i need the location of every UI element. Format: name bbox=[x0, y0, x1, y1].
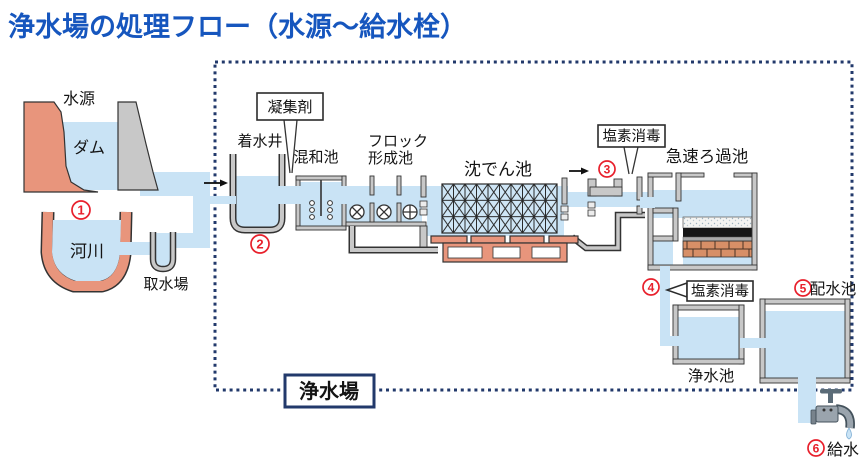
plant-name-box bbox=[283, 373, 376, 409]
filter-gravel-layer bbox=[682, 240, 753, 258]
step-3-marker: 3 bbox=[604, 163, 611, 177]
river-water bbox=[52, 220, 121, 281]
treatment-train-section: 2 着水井 混和池 フロック 形成池 沈でん池 3 塩素消毒 bbox=[205, 124, 666, 263]
filter-inlet-stub bbox=[640, 197, 655, 208]
floc-baffle-walls bbox=[369, 175, 428, 248]
filter-inlet-baffle bbox=[636, 176, 643, 201]
label-clean-reservoir: 浄水池 bbox=[688, 367, 735, 385]
rapid-filter-section: 急速ろ過池 bbox=[640, 147, 758, 271]
receiving-well-wall bbox=[231, 154, 284, 232]
label-receiving-well: 着水井 bbox=[237, 133, 282, 150]
mixer-impeller-icon bbox=[309, 200, 333, 220]
dam-wall-shape bbox=[117, 101, 159, 191]
receiving-well-water bbox=[236, 176, 280, 227]
label-supply: 給水 bbox=[827, 441, 859, 459]
label-water-source: 水源 bbox=[63, 90, 95, 108]
label-chlorine-2: 塩素消毒 bbox=[691, 283, 749, 300]
weir-structure bbox=[587, 178, 623, 217]
filter-outlet-pipe bbox=[660, 266, 670, 344]
step-4-marker: 4 bbox=[648, 281, 655, 295]
under-channel-wall bbox=[350, 226, 438, 252]
label-floc-line1: フロック bbox=[368, 133, 428, 150]
label-rapid-filter: 急速ろ過池 bbox=[666, 147, 749, 166]
label-river: 河川 bbox=[70, 242, 104, 261]
inflow-arrow-icon bbox=[220, 179, 228, 187]
filter-underdrain-water bbox=[683, 257, 752, 265]
label-dam: ダム bbox=[73, 139, 105, 157]
clean-reservoir-walls bbox=[672, 304, 745, 365]
coagulant-pointer bbox=[283, 119, 298, 174]
step-5-marker: 5 bbox=[800, 282, 807, 296]
clean-reservoir-inlet-pipe bbox=[660, 336, 682, 346]
chlorine-2-box bbox=[686, 280, 754, 302]
step-1-marker: 1 bbox=[77, 203, 84, 218]
coagulant-callout: 凝集剤 bbox=[256, 92, 324, 174]
plant-name-label: 浄水場 bbox=[283, 373, 376, 409]
filter-channel-water bbox=[653, 241, 673, 265]
water-drop-icon bbox=[846, 427, 852, 440]
filter-inlet-baffle-lower bbox=[636, 205, 643, 215]
chlorine-1-pointer bbox=[623, 146, 639, 175]
flow-arrow-icon bbox=[581, 167, 589, 175]
pipe-vertical bbox=[193, 172, 210, 248]
reservoir-section: 4 塩素消毒 浄水池 5 配水池 bbox=[642, 266, 857, 385]
clean-reservoir-water bbox=[678, 317, 739, 359]
floc-basin-bottom-wall bbox=[345, 221, 427, 227]
step-2-marker: 2 bbox=[256, 237, 263, 252]
sed-outlet-channel-outline bbox=[569, 211, 645, 252]
step-4-marker-circle bbox=[642, 278, 660, 296]
filter-carbon-layer bbox=[683, 228, 752, 237]
river-bank-shape bbox=[42, 211, 131, 291]
page-title: 浄水場の処理フロー（水源～給水栓） bbox=[8, 11, 467, 42]
faucet-icon bbox=[810, 389, 855, 429]
label-coagulant: 凝集剤 bbox=[267, 99, 312, 116]
sludge-collector bbox=[430, 235, 579, 263]
sed-outlet-wall bbox=[561, 177, 568, 205]
step-5-marker-circle bbox=[794, 279, 812, 297]
step-6-marker: 6 bbox=[813, 442, 820, 456]
coagulant-box bbox=[256, 92, 324, 121]
sed-outlet-channel-wall bbox=[570, 213, 645, 250]
sed-wall-port bbox=[560, 205, 569, 213]
step-3-marker-circle bbox=[598, 160, 616, 178]
step-2-marker-circle bbox=[250, 234, 270, 254]
label-mixing-basin: 混和池 bbox=[293, 149, 338, 166]
filter-sand-layer bbox=[682, 216, 753, 229]
mixing-basin-bottom-wall bbox=[295, 225, 347, 231]
label-chlorine-1: 塩素消毒 bbox=[603, 128, 661, 145]
filter-top-water bbox=[653, 190, 752, 218]
dam-hillside-shape bbox=[23, 101, 99, 193]
distribution-reservoir-water bbox=[765, 311, 845, 378]
floc-paddle-icons bbox=[349, 204, 418, 220]
label-floc-line2: 形成池 bbox=[368, 150, 413, 167]
mixing-basin-top-wall bbox=[295, 175, 347, 181]
intake-well-water bbox=[156, 236, 170, 266]
chlorine-1-box bbox=[597, 124, 666, 148]
water-source-section: 水源 ダム 河川 取水場 1 bbox=[23, 90, 228, 293]
label-distribution-reservoir: 配水池 bbox=[810, 280, 857, 298]
filter-tank-walls bbox=[647, 172, 758, 271]
settler-lattice bbox=[441, 183, 558, 234]
step-6-marker-circle bbox=[807, 439, 825, 457]
label-sedimentation: 沈でん池 bbox=[464, 160, 532, 179]
sed-wall-port bbox=[560, 213, 569, 221]
river-intake-channel bbox=[114, 242, 154, 255]
step-1-marker-circle bbox=[71, 200, 91, 220]
label-plant-name: 浄水場 bbox=[299, 379, 359, 403]
filter-support-layer bbox=[682, 236, 753, 242]
reservoir-transfer-pipe bbox=[740, 338, 767, 348]
label-intake: 取水場 bbox=[143, 276, 188, 293]
intake-well-wall bbox=[151, 232, 175, 271]
flow-water-band-2 bbox=[564, 192, 654, 207]
inlet-pipe-stub bbox=[205, 196, 236, 204]
supply-section: 6 給水 bbox=[798, 376, 859, 459]
